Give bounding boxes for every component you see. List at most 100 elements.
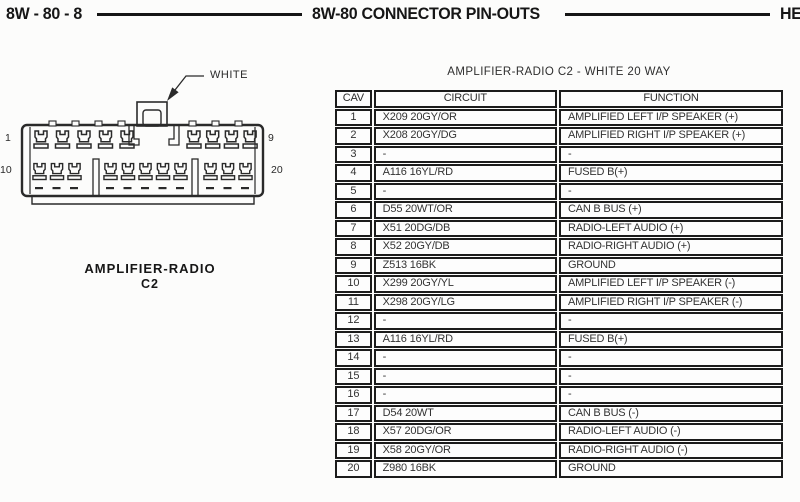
- terminal-icon: [49, 162, 65, 181]
- terminal-icon: [238, 162, 253, 181]
- circuit-cell: X51 20DG/DB: [373, 219, 557, 237]
- connector-id: C2: [141, 277, 159, 291]
- terminal-icon: [120, 162, 136, 181]
- table-title: AMPLIFIER-RADIO C2 - WHITE 20 WAY: [447, 66, 671, 78]
- function-cell: RADIO-LEFT AUDIO (+): [558, 219, 783, 237]
- function-cell: FUSED B(+): [558, 330, 783, 348]
- cav-cell: 20: [335, 460, 372, 478]
- circuit-cell: A116 16YL/RD: [373, 164, 557, 182]
- function-cell: -: [558, 182, 783, 200]
- circuit-cell: Z980 16BK: [373, 460, 557, 478]
- table-row: 14--: [335, 349, 783, 367]
- pin-label-1: 1: [5, 132, 11, 144]
- cav-cell: 10: [335, 275, 372, 293]
- connector-figure: WHITE 1 9 10 20 AMPLIFIER-RADIO C2: [0, 55, 330, 291]
- cav-cell: 13: [335, 330, 372, 348]
- color-callout-leader: [167, 75, 204, 101]
- terminal-icon: [204, 130, 221, 149]
- circuit-cell: -: [373, 145, 557, 163]
- terminal-icon: [33, 130, 49, 149]
- function-cell: AMPLIFIED LEFT I/P SPEAKER (+): [558, 108, 783, 126]
- function-cell: -: [558, 367, 783, 385]
- function-cell: -: [558, 349, 783, 367]
- connector-body: [20, 120, 265, 205]
- cav-cell: 8: [335, 238, 372, 256]
- terminal-seat-mark: [70, 187, 78, 190]
- function-cell: AMPLIFIED RIGHT I/P SPEAKER (-): [558, 293, 783, 311]
- circuit-cell: -: [373, 386, 557, 404]
- connector-diagram: [20, 75, 265, 205]
- circuit-cell: X52 20GY/DB: [373, 238, 557, 256]
- terminal-seat-mark: [158, 187, 167, 190]
- terminal-seat-mark: [223, 187, 232, 190]
- terminal-icon: [32, 162, 47, 181]
- cav-cell: 2: [335, 127, 372, 145]
- cav-cell: 15: [335, 367, 372, 385]
- terminal-seat-mark: [241, 187, 249, 190]
- cav-cell: 5: [335, 182, 372, 200]
- header-rule-right: [564, 12, 770, 16]
- terminal-seat-mark: [141, 187, 149, 190]
- function-cell: CAN B BUS (+): [558, 201, 783, 219]
- table-row: 3--: [335, 145, 783, 163]
- connector-latch: [136, 101, 168, 127]
- function-cell: RADIO-RIGHT AUDIO (+): [558, 238, 783, 256]
- cav-cell: 7: [335, 219, 372, 237]
- cav-cell: 19: [335, 441, 372, 459]
- terminal-seat-mark: [206, 187, 214, 190]
- function-cell: -: [558, 386, 783, 404]
- table-row: 12--: [335, 312, 783, 330]
- table-row: 5--: [335, 182, 783, 200]
- circuit-cell: X208 20GY/DG: [373, 127, 557, 145]
- connector-color-label: WHITE: [210, 69, 248, 81]
- terminal-icon: [138, 162, 153, 181]
- terminal-icon: [103, 162, 118, 181]
- circuit-cell: X58 20GY/OR: [373, 441, 557, 459]
- circuit-cell: D54 20WT: [373, 404, 557, 422]
- circuit-cell: D55 20WT/OR: [373, 201, 557, 219]
- function-cell: RADIO-LEFT AUDIO (-): [558, 423, 783, 441]
- table-row: 16--: [335, 386, 783, 404]
- terminal-seat-mark: [123, 187, 132, 190]
- cav-cell: 1: [335, 108, 372, 126]
- column-header-function: FUNCTION: [558, 90, 783, 108]
- terminal-seat-mark: [176, 187, 184, 190]
- cav-cell: 3: [335, 145, 372, 163]
- terminal-icon: [76, 130, 92, 149]
- circuit-cell: -: [373, 349, 557, 367]
- connector-caption: AMPLIFIER-RADIO: [84, 261, 216, 276]
- terminal-icon: [155, 162, 171, 181]
- terminal-icon: [220, 162, 236, 181]
- terminal-icon: [54, 130, 71, 149]
- header-right-fragment: HE: [779, 4, 800, 23]
- table-row: 15--: [335, 367, 783, 385]
- circuit-cell: -: [373, 312, 557, 330]
- terminal-seat-mark: [35, 187, 43, 190]
- cav-cell: 4: [335, 164, 372, 182]
- function-cell: AMPLIFIED RIGHT I/P SPEAKER (+): [558, 127, 783, 145]
- terminal-icon: [67, 162, 82, 181]
- circuit-cell: -: [373, 367, 557, 385]
- cav-cell: 16: [335, 386, 372, 404]
- page-header: 8W - 80 - 8 8W-80 CONNECTOR PIN-OUTS HE: [6, 3, 800, 25]
- terminal-rows: [32, 130, 258, 190]
- function-cell: CAN B BUS (-): [558, 404, 783, 422]
- function-cell: RADIO-RIGHT AUDIO (-): [558, 441, 783, 459]
- cav-cell: 14: [335, 349, 372, 367]
- function-cell: AMPLIFIED LEFT I/P SPEAKER (-): [558, 275, 783, 293]
- page-number: 8W - 80 - 8: [6, 4, 82, 23]
